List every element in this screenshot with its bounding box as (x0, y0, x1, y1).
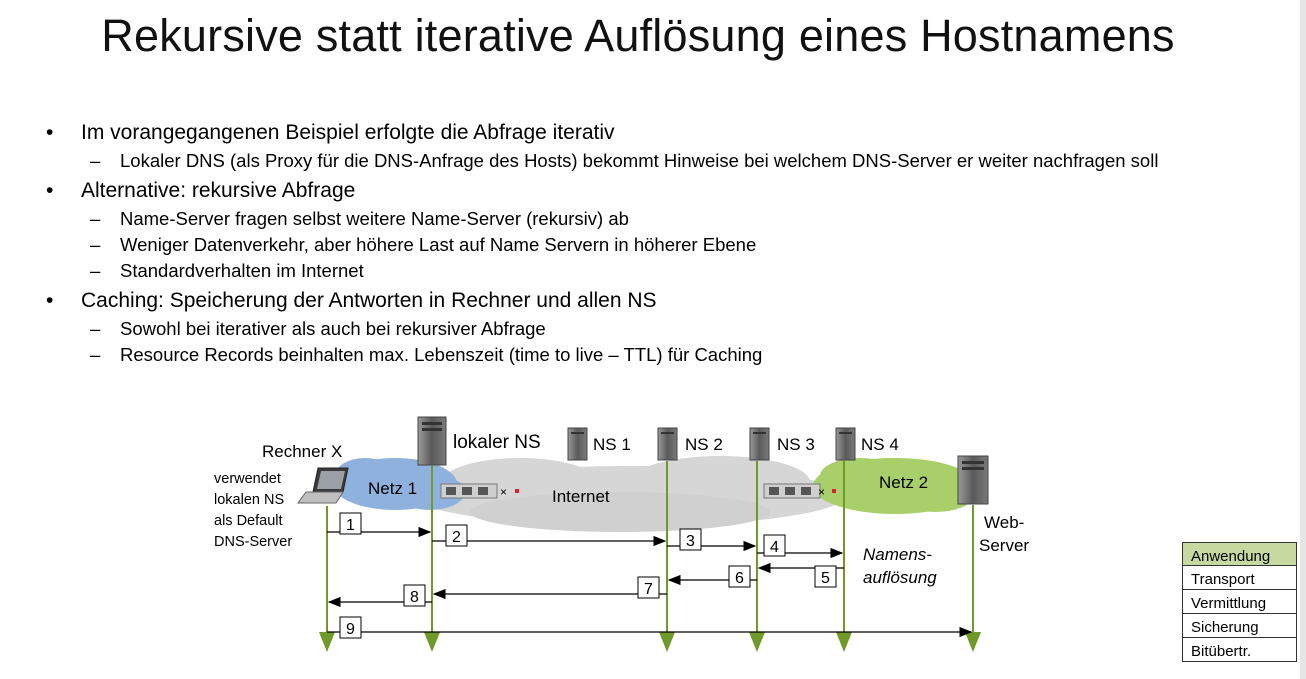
svg-text:5: 5 (821, 570, 830, 587)
sub-bullet-item: –Sowohl bei iterativer als auch bei reku… (46, 318, 1246, 340)
dash-marker: – (90, 208, 101, 229)
layer-network: Vermittlung (1182, 590, 1297, 614)
bullet-marker: • (46, 289, 54, 312)
svg-text:×: × (500, 485, 507, 499)
bullet-text: Alternative: rekursive Abfrage (81, 179, 356, 202)
ns3-server-icon (749, 427, 770, 461)
webserver-label-line: Server (979, 536, 1029, 555)
bullet-item: • Alternative: rekursive Abfrage (46, 176, 1246, 206)
resolution-label-line: Namens- (863, 545, 932, 564)
bullet-marker: • (46, 121, 54, 144)
local-ns-label: lokaler NS (453, 432, 541, 453)
local-ns-server-icon (417, 416, 447, 466)
internet-cloud (415, 456, 845, 532)
step-label: 3 (679, 528, 702, 551)
dash-marker: – (90, 150, 101, 171)
sub-bullet-item: –Resource Records beinhalten max. Lebens… (46, 344, 1246, 366)
layer-datalink: Sicherung (1182, 614, 1297, 638)
sub-bullet-text: Resource Records beinhalten max. Lebensz… (120, 344, 763, 365)
net1-label: Netz 1 (368, 479, 417, 498)
svg-text:1: 1 (346, 517, 355, 534)
step-label: 4 (763, 534, 786, 557)
sub-bullet-item: –Standardverhalten im Internet (46, 260, 1246, 282)
svg-text:7: 7 (644, 581, 653, 598)
sub-bullet-text: Sowohl bei iterativer als auch bei rekur… (120, 318, 546, 339)
step-label: 5 (814, 565, 837, 588)
lifelines (319, 461, 981, 652)
ns3-label: NS 3 (777, 435, 815, 454)
sub-bullet-text: Weniger Datenverkehr, aber höhere Last a… (120, 234, 757, 255)
step-label: 6 (728, 565, 751, 588)
ns2-label: NS 2 (685, 435, 723, 454)
step-label: 9 (339, 616, 362, 639)
ns1-server-icon (567, 427, 588, 461)
step-label: 2 (445, 524, 468, 547)
host-note-line: verwendet (214, 471, 281, 487)
ns2-server-icon (657, 427, 678, 461)
internet-label: Internet (552, 487, 610, 506)
svg-text:9: 9 (346, 621, 355, 638)
layer-application: Anwendung (1182, 542, 1297, 566)
protocol-layer-stack: Anwendung Transport Vermittlung Sicherun… (1182, 542, 1297, 662)
sub-bullet-item: –Weniger Datenverkehr, aber höhere Last … (46, 234, 1246, 256)
layer-transport: Transport (1182, 566, 1297, 590)
layer-physical: Bitübertr. (1182, 638, 1297, 662)
host-note-line: DNS-Server (214, 534, 292, 550)
dash-marker: – (90, 260, 101, 281)
svg-text:6: 6 (735, 570, 744, 587)
dash-marker: – (90, 234, 101, 255)
step-label: 1 (339, 512, 362, 535)
host-note-line: lokalen NS (214, 492, 284, 508)
svg-text:3: 3 (686, 533, 695, 550)
dash-marker: – (90, 344, 101, 365)
host-label: Rechner X (262, 442, 342, 461)
slide-edge-bar (1300, 0, 1306, 679)
router-icon: × (440, 483, 519, 499)
dash-marker: – (90, 318, 101, 339)
host-note-line: als Default (214, 513, 283, 529)
sub-bullet-text: Lokaler DNS (als Proxy für die DNS-Anfra… (120, 150, 1159, 171)
svg-text:4: 4 (770, 539, 779, 556)
sub-bullet-text: Name-Server fragen selbst weitere Name-S… (120, 208, 629, 229)
slide-title: Rekursive statt iterative Auflösung eine… (101, 10, 1175, 61)
laptop-icon (297, 467, 349, 504)
svg-text:2: 2 (452, 529, 461, 546)
bullet-text: Im vorangegangenen Beispiel erfolgte die… (81, 121, 615, 144)
net2-cloud (813, 458, 977, 514)
webserver-label-line: Web- (984, 513, 1024, 532)
bullet-item: • Caching: Speicherung der Antworten in R… (46, 286, 1246, 316)
bullet-item: • Im vorangegangenen Beispiel erfolgte di… (46, 118, 1246, 148)
webserver-icon (957, 455, 989, 505)
ns4-server-icon (835, 427, 856, 461)
bullet-text: Caching: Speicherung der Antworten in Re… (81, 289, 657, 312)
resolution-label-line: auflösung (863, 568, 937, 587)
svg-text:×: × (818, 485, 825, 499)
bullet-marker: • (46, 179, 54, 202)
bullet-list: • Im vorangegangenen Beispiel erfolgte di… (46, 118, 1246, 370)
ns1-label: NS 1 (593, 435, 631, 454)
step-label: 7 (637, 576, 660, 599)
sub-bullet-text: Standardverhalten im Internet (120, 260, 364, 281)
net1-cloud (333, 458, 465, 510)
step-label: 8 (403, 584, 426, 607)
net2-label: Netz 2 (879, 473, 928, 492)
ns4-label: NS 4 (861, 435, 899, 454)
router-icon: × (763, 483, 836, 499)
sub-bullet-item: –Name-Server fragen selbst weitere Name-… (46, 208, 1246, 230)
svg-text:8: 8 (410, 589, 419, 606)
sub-bullet-item: –Lokaler DNS (als Proxy für die DNS-Anfr… (46, 150, 1246, 172)
